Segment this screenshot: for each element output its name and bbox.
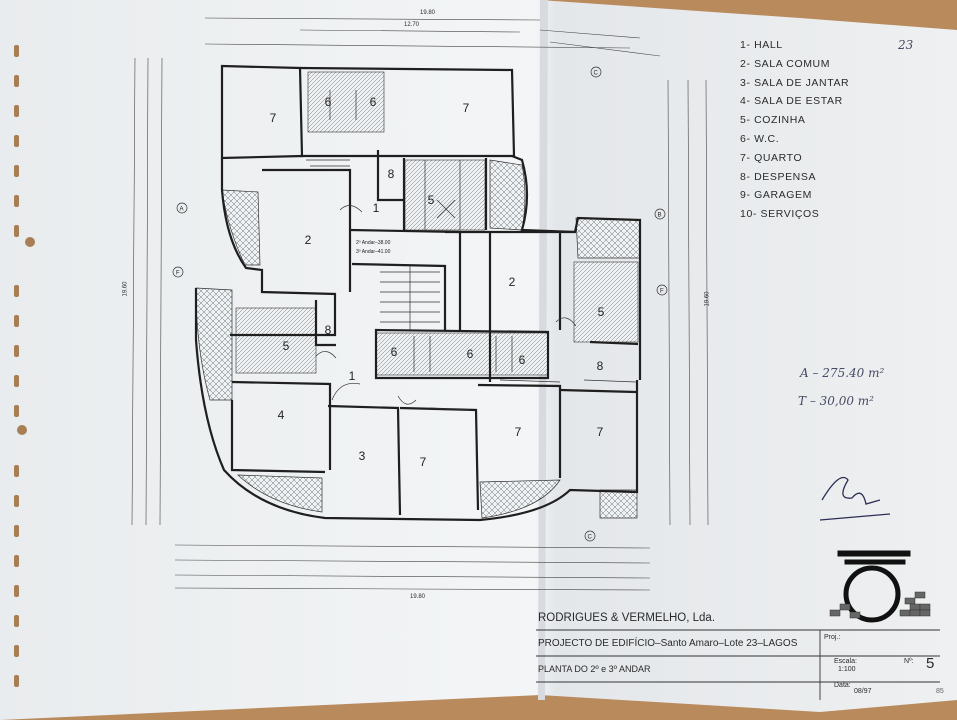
room-label: 7 <box>462 101 470 115</box>
legend-item: 7- QUARTO <box>740 151 803 164</box>
dim-left-total: 19.60 <box>122 281 129 297</box>
dim-right-total: 19.60 <box>704 291 711 307</box>
room-label: 6 <box>369 95 377 109</box>
proj-label: Proj.: <box>824 634 841 641</box>
room-label: 5 <box>282 339 290 353</box>
svg-text:C: C <box>588 535 593 541</box>
legend-item: 6- W.C. <box>740 132 780 145</box>
legend-item: 10- SERVIÇOS <box>740 208 820 221</box>
company-name: RODRIGUES & VERMELHO, Lda. <box>538 612 716 624</box>
dim-bottom-total: 19.80 <box>410 594 426 600</box>
room-label: 4 <box>277 408 285 422</box>
legend-item: 4- SALA DE ESTAR <box>740 95 843 108</box>
signature-mark <box>819 476 891 521</box>
room-label: 8 <box>387 167 395 181</box>
data-label: Data: <box>834 682 851 689</box>
num-value: 5 <box>926 655 935 672</box>
handwritten-page-number: 23 <box>898 38 914 52</box>
plan-title: PLANTA DO 2º e 3º ANDAR <box>538 664 651 674</box>
binder-holes <box>14 45 35 687</box>
dim-top-total: 19.80 <box>420 10 436 16</box>
legend-item: 2- SALA COMUM <box>740 57 831 70</box>
room-label: 6 <box>466 347 474 361</box>
handwritten-area-a: A – 275.40 m² <box>800 366 885 380</box>
room-label: 1 <box>348 369 356 383</box>
escala-value: 1:100 <box>838 666 856 673</box>
floor-level-3: 3º Andar–41.00 <box>356 249 391 255</box>
room-label: 2 <box>508 275 516 289</box>
room-label: 7 <box>419 455 427 469</box>
escala-label: Escala: <box>834 658 857 665</box>
svg-text:C: C <box>594 71 599 77</box>
room-label: 8 <box>596 359 604 373</box>
dim-top-mid: 12.70 <box>404 22 420 28</box>
legend-item: 3- SALA DE JANTAR <box>740 76 850 89</box>
company-logo <box>829 550 931 623</box>
legend-item: 1- HALL <box>740 39 783 51</box>
wet-areas <box>235 71 639 376</box>
legend-item: 8- DESPENSA <box>740 170 817 183</box>
legend-item: 5- COZINHA <box>740 114 806 127</box>
svg-text:F: F <box>660 289 664 295</box>
room-legend: 1- HALL 2- SALA COMUM 3- SALA DE JANTAR … <box>740 36 940 224</box>
room-label: 6 <box>324 95 332 109</box>
room-label: 8 <box>324 323 332 337</box>
room-label: 7 <box>269 111 277 125</box>
room-label: 7 <box>514 425 522 439</box>
title-block-frame <box>536 629 940 700</box>
corner-number: 85 <box>936 688 944 695</box>
room-label: 1 <box>372 201 380 215</box>
room-label: 7 <box>596 425 604 439</box>
handwritten-area-t: T – 30,00 m² <box>798 394 874 408</box>
room-label: 6 <box>390 345 398 359</box>
terraces <box>195 159 641 519</box>
num-label: Nº: <box>904 658 914 665</box>
room-label: 6 <box>518 353 526 367</box>
svg-text:B: B <box>658 213 662 219</box>
svg-text:F: F <box>176 271 180 277</box>
data-value: 08/97 <box>854 688 872 695</box>
legend-item: 9- GARAGEM <box>740 189 812 202</box>
room-label: 2 <box>304 233 312 247</box>
room-label: 3 <box>358 449 366 463</box>
project-title: PROJECTO DE EDIFÍCIO–Santo Amaro–Lote 23… <box>538 638 798 649</box>
floor-level-2: 2º Andar–38.00 <box>356 240 391 246</box>
room-label: 5 <box>597 305 605 319</box>
room-label: 5 <box>427 193 435 207</box>
dimension-lines <box>131 17 709 591</box>
svg-text:A: A <box>180 207 184 213</box>
building-walls <box>194 64 642 522</box>
axis-markers: A F B F C C <box>172 66 668 542</box>
